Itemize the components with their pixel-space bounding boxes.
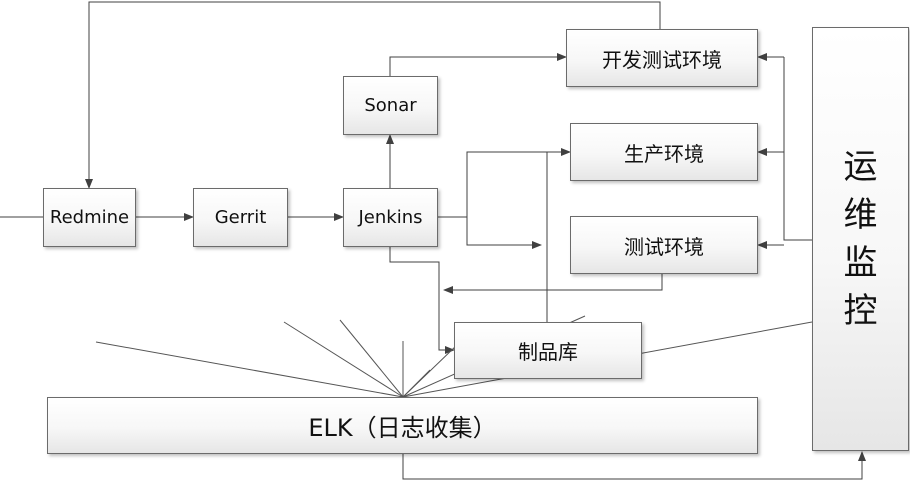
node-elk[interactable]: ELK（日志收集） <box>47 397 758 454</box>
node-test-env-label: 测试环境 <box>624 234 704 259</box>
node-jenkins-label: Jenkins <box>358 207 423 228</box>
node-elk-label: ELK（日志收集） <box>308 414 497 442</box>
node-artifact-repo-label: 制品库 <box>518 340 578 364</box>
edge-monitor-bus <box>783 57 812 241</box>
node-artifact-repo[interactable]: 制品库 <box>454 322 642 379</box>
edge-dev-env-redmine <box>85 1 661 189</box>
node-redmine[interactable]: Redmine <box>43 188 136 247</box>
edge-elk-monitor <box>402 451 866 480</box>
node-gerrit[interactable]: Gerrit <box>193 188 288 247</box>
node-redmine-label: Redmine <box>49 207 130 228</box>
node-test-env[interactable]: 测试环境 <box>570 216 758 274</box>
node-prod-env[interactable]: 生产环境 <box>570 123 758 181</box>
node-sonar[interactable]: Sonar <box>343 76 438 135</box>
edge-sonar-dev-env <box>389 53 567 76</box>
node-prod-env-label: 生产环境 <box>624 141 704 166</box>
node-dev-env[interactable]: 开发测试环境 <box>566 29 758 87</box>
node-dev-env-label: 开发测试环境 <box>602 47 722 72</box>
node-sonar-label: Sonar <box>364 95 417 116</box>
node-jenkins[interactable]: Jenkins <box>343 188 438 247</box>
node-gerrit-label: Gerrit <box>214 207 267 228</box>
edge-branch-prod-env <box>466 148 571 217</box>
edge-test-env-redmine <box>443 274 663 294</box>
node-ops-monitor[interactable]: 运维监控 <box>812 27 909 451</box>
edge-jenkins-artifact <box>389 247 455 354</box>
node-ops-monitor-label: 运维监控 <box>843 147 878 331</box>
edge-branch-test-env <box>466 217 542 249</box>
